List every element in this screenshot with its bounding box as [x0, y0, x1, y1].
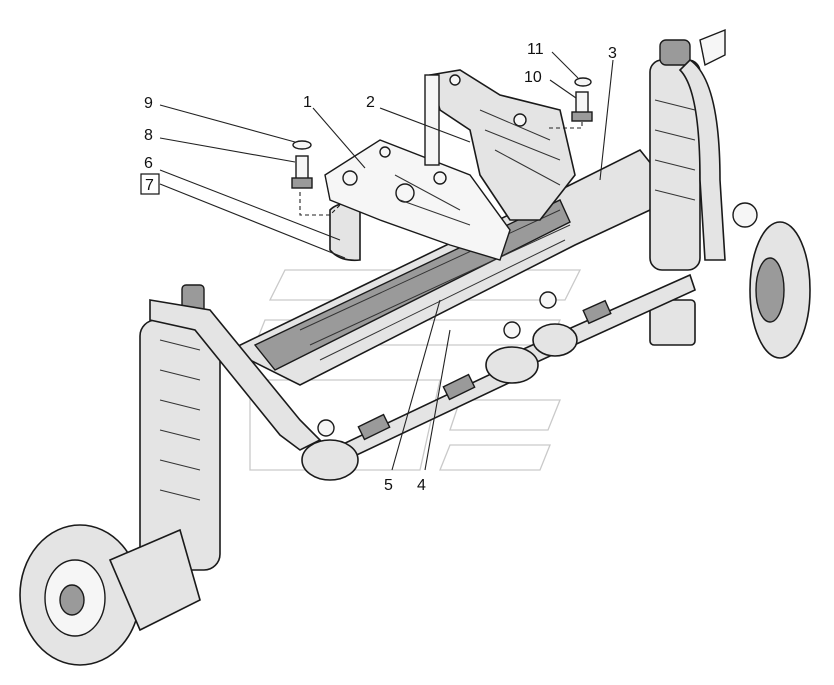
callout-10: 10 [524, 69, 542, 86]
left-wheel-hub [19, 284, 322, 666]
callout-7-box [140, 173, 160, 195]
callout-6: 6 [144, 155, 153, 172]
callout-7: 7 [145, 177, 154, 194]
support-part-2 [424, 69, 576, 221]
right-wheel-hub [649, 28, 811, 359]
callout-4: 4 [417, 477, 426, 494]
washer-part-11 [574, 77, 592, 87]
callout-2: 2 [366, 94, 375, 111]
callout-3: 3 [608, 45, 617, 62]
callout-8: 8 [144, 127, 153, 144]
callout-labels: 1 2 3 4 5 6 7 8 9 10 11 [140, 41, 617, 494]
callout-1: 1 [303, 94, 312, 111]
assembly-path-right [548, 122, 583, 129]
bolt-part-10 [571, 91, 593, 122]
callout-5: 5 [384, 477, 393, 494]
bracket-part-1 [324, 139, 511, 261]
assembly-path-left [299, 192, 341, 216]
callout-11: 11 [527, 41, 544, 58]
callout-9: 9 [144, 95, 153, 112]
tie-rod [301, 273, 696, 481]
bolt-part-8 [291, 155, 313, 189]
washer-part-9 [292, 140, 312, 150]
leader-lines [159, 51, 614, 471]
